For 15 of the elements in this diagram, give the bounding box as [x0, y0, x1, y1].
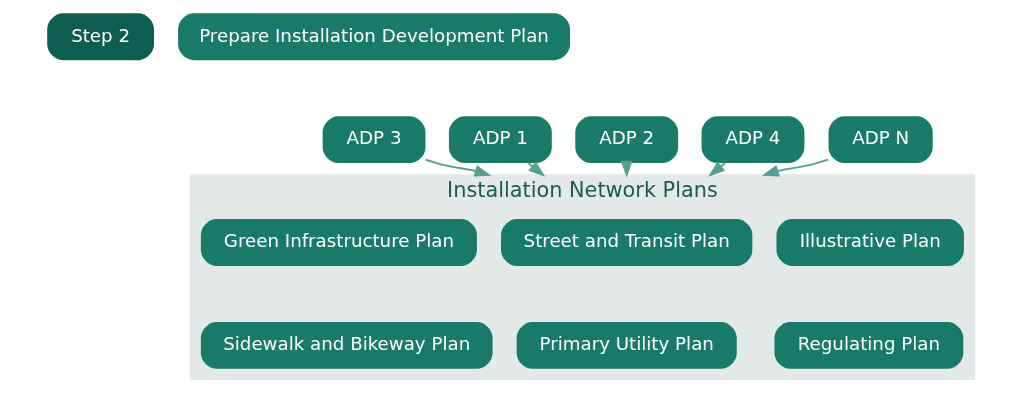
node-box: Illustrative Plan	[775, 219, 964, 266]
node-box: Prepare Installation Development Plan	[177, 13, 570, 61]
node-box: ADP 4	[701, 116, 804, 164]
node-box: Step 2	[46, 13, 154, 61]
arrow	[526, 161, 545, 177]
node-box: Green Infrastructure Plan	[200, 219, 477, 266]
node-box: Sidewalk and Bikeway Plan	[200, 321, 493, 369]
node-box: Primary Utility Plan	[516, 321, 737, 369]
node-box: Street and Transit Plan	[500, 219, 752, 266]
arrow	[424, 158, 491, 177]
node-box: ADP N	[828, 116, 933, 164]
node-box: ADP 1	[448, 116, 552, 164]
arrow	[761, 158, 829, 177]
node-box: ADP 3	[322, 116, 425, 164]
node-box: Regulating Plan	[774, 321, 963, 369]
